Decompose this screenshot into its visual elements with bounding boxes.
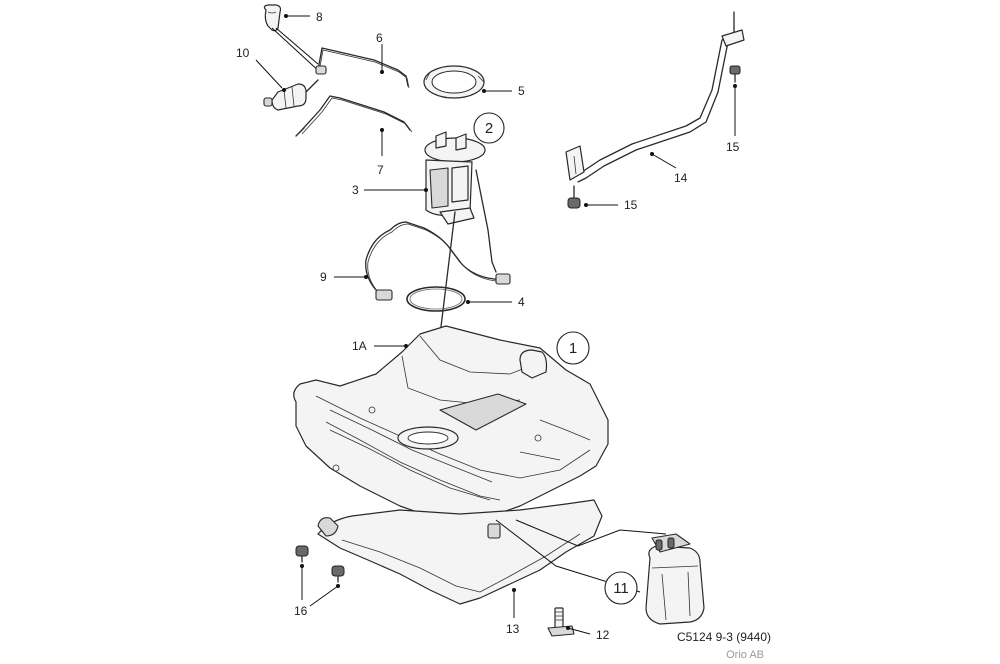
part-13-heat-shield: [317, 499, 603, 605]
label-3: 3: [352, 183, 359, 197]
part-8-hose-clip: [263, 4, 323, 75]
part-6-fuel-pipe: [315, 47, 410, 89]
label-16: 16: [294, 604, 308, 618]
label-12: 12: [596, 628, 610, 642]
part-3-fuel-pump-module: [424, 131, 486, 336]
diagram-reference-code: C5124 9-3 (9440): [677, 630, 771, 644]
label-5: 5: [518, 84, 525, 98]
label-14: 14: [674, 171, 688, 185]
part-16-push-clip-lower: [331, 565, 345, 583]
callout-label-1: 1: [569, 340, 577, 357]
callout-label-11: 11: [613, 580, 629, 597]
label-15-upper: 15: [726, 140, 740, 154]
label-6: 6: [376, 31, 383, 45]
part-16-push-clip-upper: [295, 545, 309, 563]
part-12-bolt: [547, 607, 575, 637]
label-8: 8: [316, 10, 323, 24]
label-10: 10: [236, 46, 250, 60]
label-4: 4: [518, 295, 525, 309]
part-10-fuel-filter: [263, 79, 319, 111]
part-15-strap-bolt-lower: [567, 185, 581, 209]
label-13: 13: [506, 622, 520, 636]
leader-lines: [255, 14, 737, 635]
label-9: 9: [320, 270, 327, 284]
label-1a: 1A: [352, 339, 367, 353]
callout-circle-2: 2: [473, 112, 505, 144]
part-14-tank-strap: [565, 11, 745, 183]
label-7: 7: [377, 163, 384, 177]
part-15-strap-bolt-upper: [729, 65, 741, 83]
maker-credit: Orio AB: [726, 649, 764, 661]
part-9-wiring-harness: [365, 169, 511, 301]
part-5-lock-ring: [423, 65, 485, 99]
callout-label-2: 2: [485, 120, 493, 137]
label-15-lower: 15: [624, 198, 638, 212]
callout-circle-11: 11: [604, 571, 638, 605]
callout-circle-1: 1: [556, 331, 590, 365]
part-7-return-pipe: [295, 95, 413, 137]
part-1-fuel-tank: [293, 325, 609, 521]
part-4-seal-ring: [406, 286, 466, 312]
